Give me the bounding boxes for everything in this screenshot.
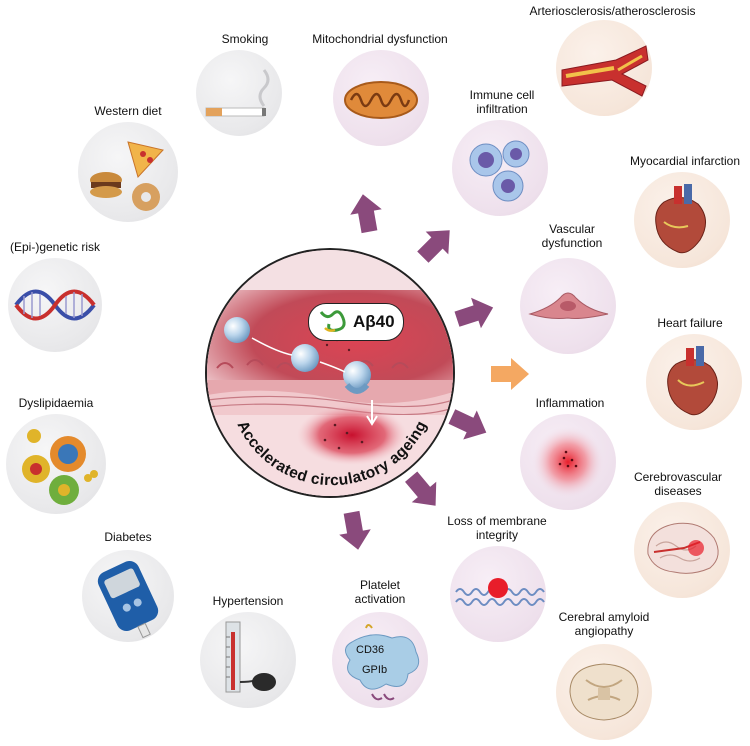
diabetes-circle — [82, 550, 174, 642]
peptide-icon — [319, 310, 346, 332]
membrane-icon — [455, 578, 545, 606]
vascular-circle — [520, 258, 616, 354]
smoking-circle — [196, 50, 282, 136]
label-vascular: Vascular dysfunction — [541, 222, 603, 250]
label-dyslipidaemia: Dyslipidaemia — [18, 396, 94, 410]
mitochondrion-icon — [344, 81, 418, 119]
label-heart-failure: Heart failure — [657, 316, 723, 330]
abeta40-label: Aβ40 — [353, 312, 395, 331]
heart-icon — [667, 346, 718, 416]
platelet-icon — [345, 624, 420, 701]
arrow-to-platelet — [339, 510, 371, 550]
center-title: Accelerated circulatory ageing — [234, 418, 430, 489]
dna-icon — [14, 289, 96, 321]
myocardial-circle — [634, 172, 730, 268]
arteriosclerosis-circle — [556, 20, 652, 116]
mitochondrial-circle — [333, 50, 429, 146]
western-diet-circle — [78, 122, 178, 222]
label-hypertension: Hypertension — [212, 594, 284, 608]
brain-icon — [647, 522, 719, 574]
label-platelet: Platelet activation — [354, 578, 406, 606]
platelet-receptor-cd36: CD36 — [356, 644, 385, 656]
inflammation-circle — [520, 414, 616, 510]
cigarette-icon — [205, 69, 270, 117]
genetic-risk-circle — [8, 258, 102, 352]
arrow-to-mitochondrial — [350, 194, 382, 234]
food-icon — [90, 141, 164, 211]
glucometer-icon — [97, 560, 159, 639]
platelet-receptor-gpib: GPIb — [362, 664, 388, 676]
endothelial-cell-icon — [528, 292, 609, 319]
arrow-to-diseases — [491, 358, 529, 390]
label-immune: Immune cell infiltration — [469, 88, 535, 116]
lipoprotein-icon — [22, 429, 98, 505]
cerebrovascular-circle — [634, 502, 730, 598]
sphygmomanometer-icon — [225, 621, 276, 693]
center-title-curve: Accelerated circulatory ageing — [234, 418, 431, 489]
label-arteriosclerosis: Arteriosclerosis/atherosclerosis — [529, 4, 696, 18]
label-mitochondrial: Mitochondrial dysfunction — [312, 32, 448, 46]
immune-cells-icon — [469, 140, 530, 202]
brain-section-icon — [569, 663, 639, 721]
label-membrane: Loss of membrane integrity — [447, 514, 547, 542]
label-inflammation: Inflammation — [535, 396, 605, 410]
hypertension-circle — [200, 612, 296, 708]
heart-icon — [655, 184, 706, 254]
label-cerebrovascular: Cerebrovascular diseases — [633, 470, 723, 498]
dyslipidaemia-circle — [6, 414, 106, 514]
platelet-circle: CD36 GPIb — [332, 612, 428, 708]
arrow-to-vascular — [454, 297, 494, 329]
label-genetic-risk: (Epi-)genetic risk — [9, 240, 101, 254]
heart-failure-circle — [646, 334, 742, 430]
label-diabetes: Diabetes — [104, 530, 152, 544]
membrane-circle — [450, 546, 546, 642]
inflammation-icon — [532, 426, 604, 498]
artery-icon — [561, 45, 649, 97]
abeta40-badge: Aβ40 — [308, 303, 404, 341]
label-western-diet: Western diet — [94, 104, 162, 118]
amyloid-angiopathy-circle — [556, 644, 652, 740]
label-myocardial: Myocardial infarction — [629, 154, 741, 168]
label-amyloid-angiopathy: Cerebral amyloid angiopathy — [558, 610, 650, 638]
svg-text:Accelerated circulatory ageing: Accelerated circulatory ageing — [234, 418, 431, 489]
immune-circle — [452, 120, 548, 216]
label-smoking: Smoking — [221, 32, 269, 46]
